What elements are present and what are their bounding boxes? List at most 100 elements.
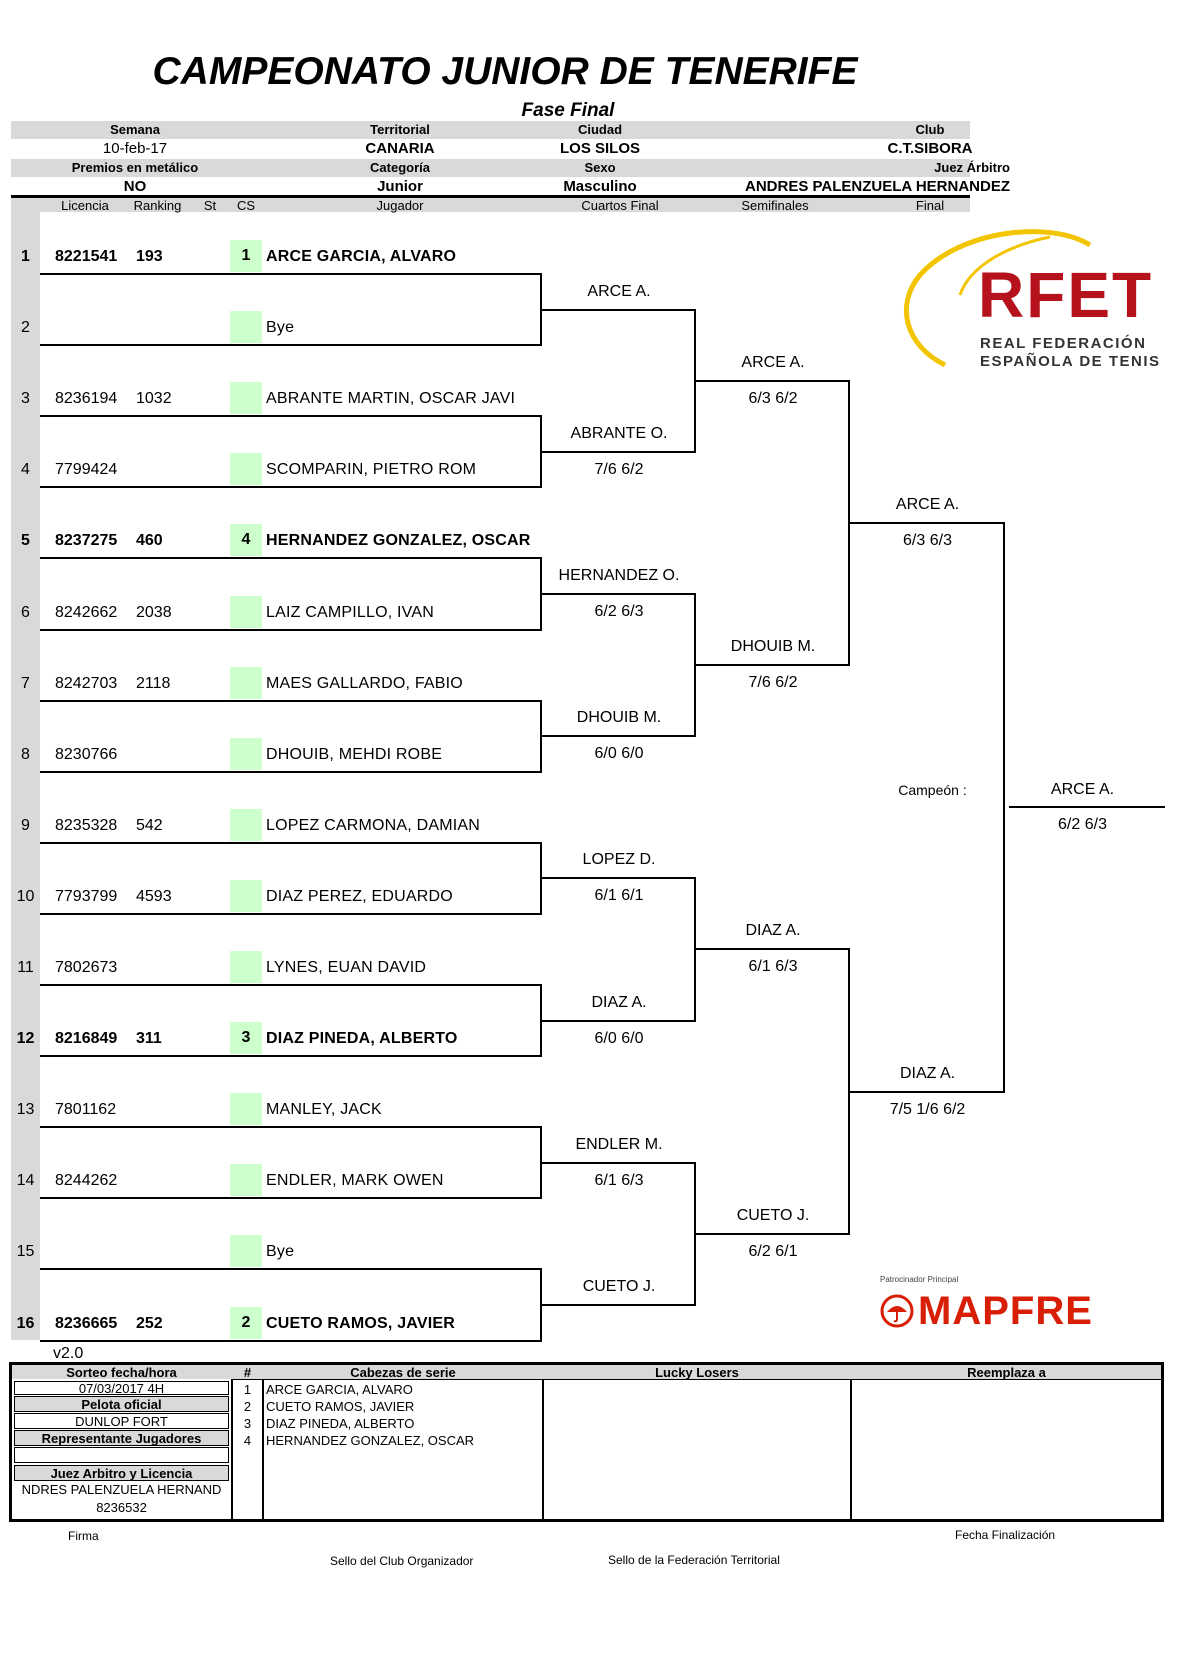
mapfre-logo: MAPFRE — [880, 1290, 1160, 1332]
row-number: 16 — [16, 1314, 35, 1332]
rfet-logo-text: RFET — [978, 259, 1154, 331]
player-licencia: 7799424 — [55, 461, 118, 479]
version-label: v2.0 — [53, 1345, 84, 1362]
player-licencia: 8237275 — [55, 532, 118, 550]
player-licencia: 8244262 — [55, 1172, 118, 1190]
header-band-2 — [11, 159, 970, 177]
row-number: 8 — [21, 745, 30, 763]
row-number-bar — [11, 210, 40, 1340]
player-name: LYNES, EUAN DAVID — [266, 959, 427, 976]
player-ranking: 193 — [136, 248, 163, 265]
player-name: MAES GALLARDO, FABIO — [266, 674, 463, 692]
player-licencia: 7801162 — [55, 1101, 117, 1119]
qf-winner: ABRANTE O. — [570, 424, 668, 442]
sf-winner: DHOUIB M. — [730, 638, 816, 656]
firma-label: Firma — [68, 1529, 99, 1543]
premios-label: Premios en metálico — [71, 160, 199, 175]
juez-licencia-label: Juez Arbitro y Licencia — [50, 1466, 193, 1481]
club-label: Club — [915, 122, 945, 137]
sf-winner: ARCE A. — [741, 353, 805, 371]
player-licencia: 7793799 — [55, 887, 118, 905]
player-licencia: 8242662 — [55, 603, 118, 621]
seed-number: 2 — [243, 1399, 252, 1414]
sf-connector — [694, 1161, 696, 1306]
col-final: Final — [915, 198, 945, 213]
sorteo-value: 07/03/2017 4H — [78, 1381, 165, 1396]
seed-number: 1 — [243, 1382, 252, 1397]
sf-score: 6/1 6/3 — [748, 958, 798, 976]
ciudad-label: Ciudad — [577, 122, 623, 137]
qf-winner: DHOUIB M. — [576, 709, 662, 727]
seed-name: DIAZ PINEDA, ALBERTO — [266, 1416, 415, 1431]
semana-label: Semana — [110, 122, 160, 137]
row-number: 14 — [16, 1172, 35, 1190]
qf-score: 6/1 6/1 — [594, 887, 644, 905]
player-name: Bye — [266, 1243, 295, 1261]
player-line — [40, 770, 542, 773]
player-line — [40, 628, 542, 631]
player-name: LOPEZ CARMONA, DAMIAN — [266, 816, 481, 834]
pelota-label: Pelota oficial — [81, 1397, 162, 1412]
qf-connector — [540, 841, 542, 915]
row-number: 6 — [21, 603, 30, 621]
player-licencia: 7802673 — [55, 959, 118, 976]
representante-label: Representante Jugadores — [41, 1431, 202, 1446]
hash-label: # — [243, 1365, 252, 1380]
sf-line — [696, 948, 850, 951]
player-seed-box: 4 — [230, 524, 262, 557]
player-ranking: 542 — [136, 816, 163, 834]
sf-line — [696, 379, 850, 382]
mapfre-umbrella-icon — [880, 1294, 914, 1328]
player-licencia: 8242703 — [55, 674, 118, 692]
row-number: 9 — [21, 816, 30, 834]
semana-value: 10-feb-17 — [102, 140, 168, 157]
juez-label: Juez Árbitro — [934, 160, 1010, 175]
qf-line — [542, 1303, 696, 1306]
player-seed-box: 1 — [230, 240, 262, 272]
rfet-logo: RFET REAL FEDERACIÓN ESPAÑOLA DE TENIS — [900, 225, 1170, 375]
categoria-label: Categoría — [370, 160, 430, 175]
player-line — [40, 1197, 542, 1200]
final-winner: ARCE A. — [895, 495, 960, 513]
sf-winner: CUETO J. — [736, 1206, 810, 1224]
qf-connector — [540, 557, 542, 631]
player-seed-box — [230, 808, 262, 841]
player-ranking: 1032 — [136, 390, 172, 408]
rfet-logo-arc-icon — [903, 229, 1092, 368]
qf-score: 7/6 6/2 — [594, 460, 644, 478]
seed-number: 3 — [243, 1416, 252, 1431]
qf-connector — [540, 273, 542, 347]
juez-licencia-name: NDRES PALENZUELA HERNAND — [21, 1482, 222, 1497]
player-seed-box — [230, 951, 262, 983]
player-licencia: 8236665 — [55, 1314, 118, 1332]
qf-line — [542, 1019, 696, 1022]
juez-value: ANDRES PALENZUELA HERNANDEZ — [744, 178, 1010, 195]
qf-winner: HERNANDEZ O. — [558, 566, 680, 584]
lucky-label: Lucky Losers — [655, 1365, 739, 1380]
final-connector — [848, 948, 850, 1235]
player-line — [40, 273, 542, 275]
player-line — [40, 1126, 542, 1129]
player-name: SCOMPARIN, PIETRO ROM — [266, 461, 477, 479]
sf-score: 7/6 6/2 — [748, 674, 798, 692]
player-licencia: 8221541 — [55, 248, 118, 265]
player-seed-box — [230, 1235, 262, 1268]
col-cs: CS — [236, 198, 256, 213]
player-licencia: 8216849 — [55, 1030, 118, 1048]
player-seed-box: 2 — [230, 1306, 262, 1339]
territorial-value: CANARIA — [365, 140, 435, 157]
sf-line — [696, 664, 850, 667]
row-number: 4 — [21, 461, 30, 479]
seed-name: CUETO RAMOS, JAVIER — [266, 1399, 415, 1414]
sexo-label: Sexo — [584, 160, 616, 175]
qf-line — [542, 1161, 696, 1164]
reemplaza-label: Reemplaza a — [967, 1365, 1046, 1380]
seed-name: ARCE GARCIA, ALVARO — [266, 1382, 413, 1397]
player-licencia: 8236194 — [55, 390, 118, 408]
fecha-fin-label: Fecha Finalización — [955, 1528, 1056, 1542]
player-line — [40, 699, 542, 702]
sf-line — [696, 1232, 850, 1235]
player-line — [40, 841, 542, 844]
final-score: 6/3 6/3 — [903, 531, 952, 549]
sf-winner: DIAZ A. — [745, 922, 801, 940]
